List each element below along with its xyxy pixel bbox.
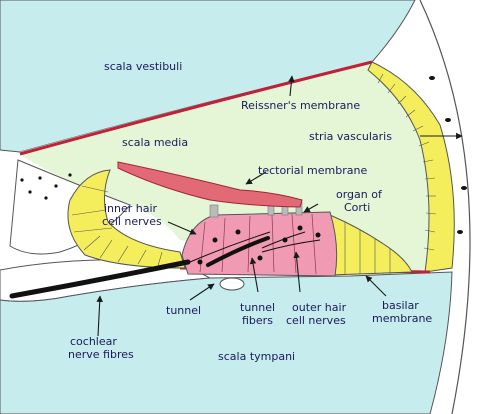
label-basilar-line2: membrane [372, 312, 432, 325]
label-outer-hair-line2: cell nerves [286, 314, 346, 327]
label-scala-vestibuli: scala vestibuli [104, 60, 182, 73]
label-cochlear-line1: cochlear [70, 335, 117, 348]
label-tunnel: tunnel [166, 304, 201, 317]
label-tunnel-fibers-line2: fibers [242, 314, 273, 327]
label-reissners-membrane: Reissner's membrane [241, 99, 360, 112]
label-scala-media: scala media [122, 136, 188, 149]
label-outer-hair-line1: outer hair [292, 301, 347, 314]
label-tunnel-fibers-line1: tunnel [240, 301, 275, 314]
label-inner-hair-line2: cell nerves [102, 215, 162, 228]
label-organ-of-corti-line2: Corti [344, 201, 370, 214]
label-organ-of-corti-line1: organ of [336, 188, 383, 201]
label-basilar-line1: basilar [382, 299, 419, 312]
label-inner-hair-line1: inner hair [104, 202, 158, 215]
label-tectorial-membrane: tectorial membrane [258, 164, 367, 177]
organ-of-corti-body [182, 212, 337, 276]
label-scala-tympani: scala tympani [218, 350, 295, 363]
tunnel-space [220, 278, 244, 290]
label-stria-vascularis: stria vascularis [309, 130, 392, 143]
label-cochlear-line2: nerve fibres [68, 348, 134, 361]
